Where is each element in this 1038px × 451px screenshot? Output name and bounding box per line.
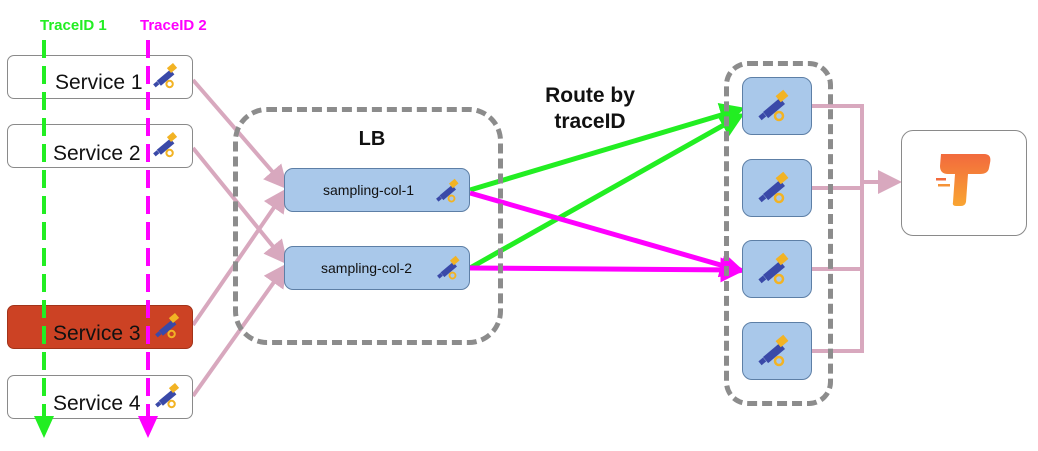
route-label-line-2: traceID bbox=[554, 110, 626, 133]
telescope-icon bbox=[758, 334, 789, 367]
telescope-icon bbox=[437, 255, 460, 280]
lb-group-border bbox=[233, 107, 503, 345]
collector-1-label: sampling-col-1 bbox=[323, 182, 415, 198]
telescope-icon bbox=[758, 171, 789, 204]
route-col1-to-tier2-3 bbox=[469, 190, 746, 278]
telescope-icon bbox=[153, 131, 178, 158]
telescope-icon bbox=[153, 62, 178, 89]
telescope-icon bbox=[155, 312, 180, 339]
telescope-icon bbox=[758, 252, 789, 285]
route-col2-to-tier2-3 bbox=[469, 257, 746, 283]
collector-1-box[interactable] bbox=[284, 168, 470, 212]
service-4-label: Service 4 bbox=[53, 392, 141, 415]
arrow-service2-col2 bbox=[191, 146, 288, 265]
service-3-label: Service 3 bbox=[53, 322, 141, 345]
trace-1-arrowhead bbox=[34, 416, 54, 438]
trace-1-label: TraceID 1 bbox=[40, 17, 107, 34]
route-col1-to-tier2-1 bbox=[469, 103, 746, 193]
route-label-line-1: Route by bbox=[545, 84, 635, 107]
service-2-label: Service 2 bbox=[53, 142, 141, 165]
collector-2-label: sampling-col-2 bbox=[321, 260, 413, 276]
arrow-service3-col1 bbox=[191, 188, 288, 327]
trace-2-label: TraceID 2 bbox=[140, 17, 207, 34]
trace-backend-logo-icon bbox=[936, 154, 991, 206]
arrow-service4-col2 bbox=[191, 263, 288, 398]
route-col2-to-tier2-1 bbox=[468, 113, 745, 271]
collector-2-box[interactable] bbox=[284, 246, 470, 290]
tier2-to-backend-connectors bbox=[812, 104, 902, 353]
tier2-group-border bbox=[724, 61, 833, 406]
telescope-icon bbox=[758, 89, 789, 122]
trace-2-arrowhead bbox=[138, 416, 158, 438]
lb-label: LB bbox=[358, 128, 386, 150]
service-1-label: Service 1 bbox=[55, 71, 143, 94]
service-3-box[interactable] bbox=[7, 305, 193, 349]
route-label: Route by traceID bbox=[520, 83, 660, 135]
service-4-box[interactable] bbox=[7, 375, 193, 419]
telescope-icon bbox=[155, 382, 180, 409]
telescope-icon bbox=[436, 178, 459, 203]
